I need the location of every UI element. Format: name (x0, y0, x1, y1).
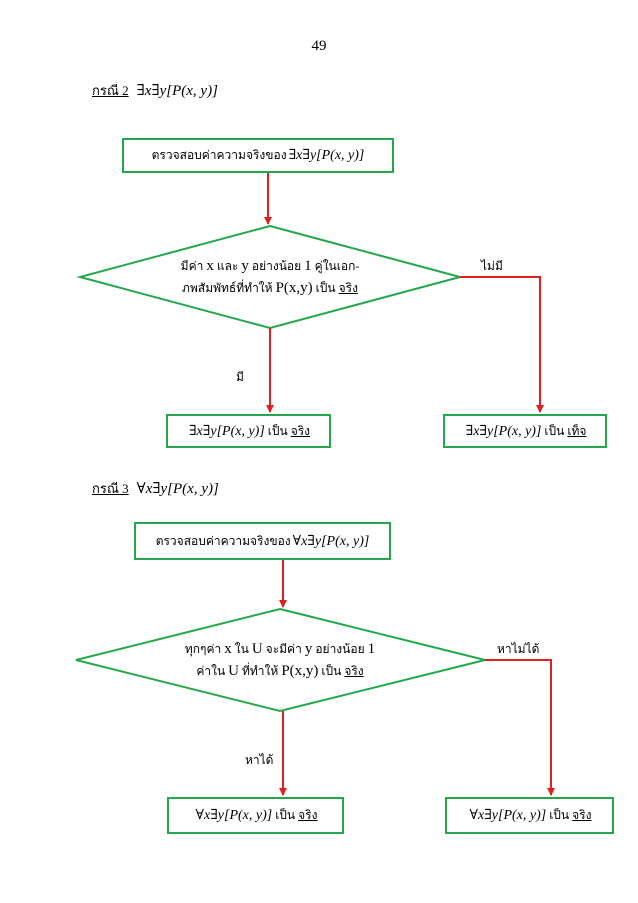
case3-check-formula: ∀x∃y[P(x, y)] (292, 533, 370, 549)
case3-decision-diamond (75, 607, 486, 713)
case3-decision-text: ทุกๆค่า x ใน U จะมีค่า y อย่างน้อย 1 ค่า… (150, 638, 410, 682)
case2-heading: กรณี 2 ∃x∃y[P(x, y)] (92, 80, 218, 101)
case2-decision-line1: มีค่า x และ y อย่างน้อย 1 คู่ในเอก- (180, 258, 360, 274)
case2-decision-line2: ภพสัมพัทธ์ที่ทำให้ P(x,y) เป็น จริง (182, 280, 358, 296)
case3-heading: กรณี 3 ∀x∃y[P(x, y)] (92, 478, 219, 499)
case2-result-false-box: ∃x∃y[P(x, y)]เป็นเท็จ (443, 414, 607, 448)
case2-check-text: ตรวจสอบค่าความจริงของ (151, 148, 287, 162)
case3-yes-label: หาได้ (245, 753, 274, 767)
case3-result-true-box: ∀x∃y[P(x, y)]เป็นจริง (167, 797, 344, 834)
case2-arrow-no (460, 276, 544, 413)
case3-decision-line2: ค่าใน U ที่ทำให้ P(x,y) เป็น จริง (196, 663, 364, 679)
case2-check-formula: ∃x∃y[P(x, y)] (288, 148, 365, 163)
case3-result-false-box: ∀x∃y[P(x, y)]เป็นจริง (445, 797, 614, 834)
case3-check-text: ตรวจสอบค่าความจริงของ (155, 533, 291, 548)
case3-formula: ∀x∃y[P(x, y)] (136, 481, 219, 497)
case3-arrow-no (485, 659, 555, 796)
case3-no-label: หาไม่ได้ (497, 642, 540, 656)
case3-label: กรณี 3 (92, 481, 129, 496)
case3-decision-line1: ทุกๆค่า x ใน U จะมีค่า y อย่างน้อย 1 (184, 641, 376, 657)
case2-yes-label: มี (236, 370, 244, 384)
page-number: 49 (311, 38, 327, 54)
case2-no-label: ไม่มี (481, 259, 503, 273)
case3-check-box: ตรวจสอบค่าความจริงของ∀x∃y[P(x, y)] (134, 522, 391, 560)
case2-check-box: ตรวจสอบค่าความจริงของ∃x∃y[P(x, y)] (122, 138, 394, 173)
case2-decision-text: มีค่า x และ y อย่างน้อย 1 คู่ในเอก- ภพสั… (140, 255, 400, 299)
case2-label: กรณี 2 (92, 83, 129, 98)
case2-formula: ∃x∃y[P(x, y)] (136, 83, 218, 99)
case2-result-true-box: ∃x∃y[P(x, y)]เป็นจริง (166, 414, 331, 448)
